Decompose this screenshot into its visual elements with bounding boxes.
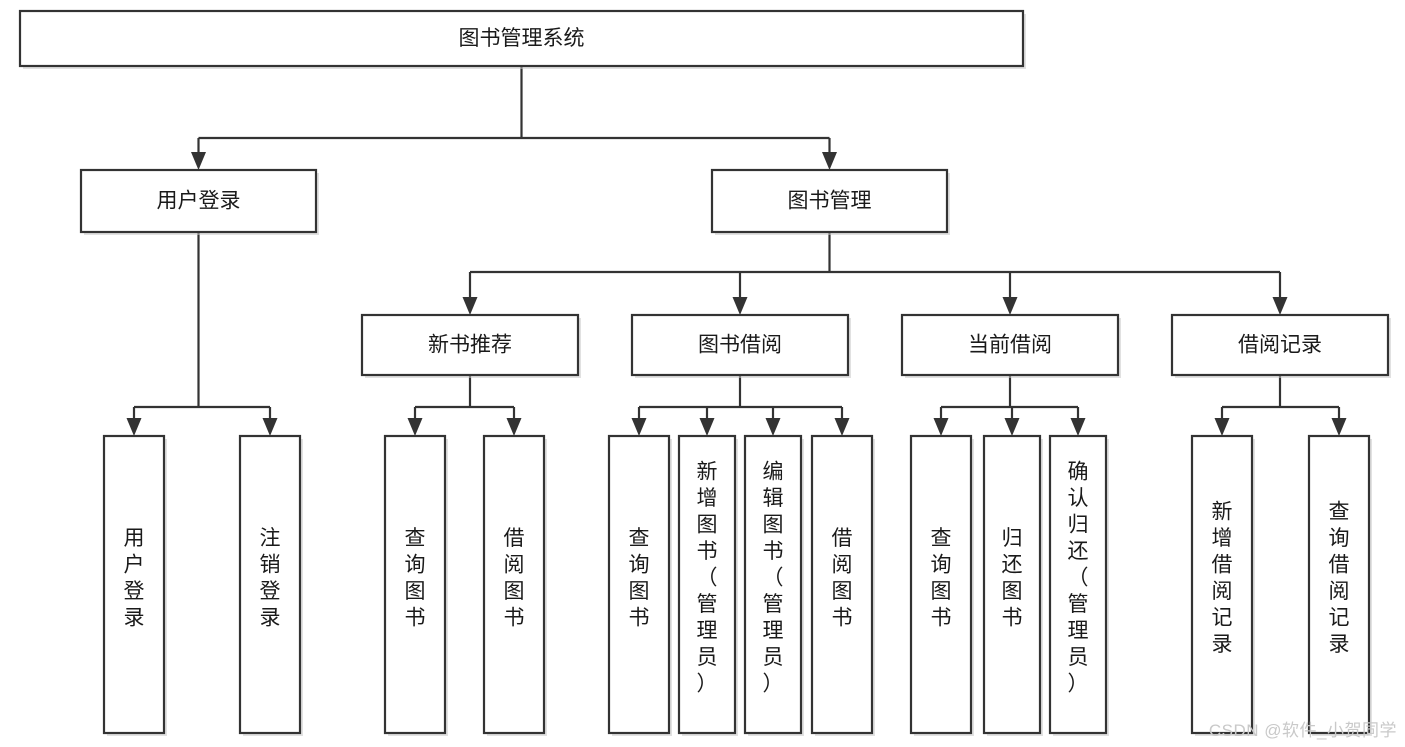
node-label: 注销登录 xyxy=(260,527,281,630)
node-label: 查询图书 xyxy=(931,527,952,630)
arrow-head-icon xyxy=(822,152,837,170)
node-label: 查询图书 xyxy=(405,527,426,630)
node-box xyxy=(1170,313,1390,377)
arrow-head-icon xyxy=(1070,418,1086,436)
node-label: 用户登录 xyxy=(157,190,241,213)
arrow-head-icon xyxy=(407,418,423,436)
node-box xyxy=(982,434,1042,735)
node-root[interactable]: 图书管理系统 xyxy=(18,9,1026,69)
arrow-head-icon xyxy=(933,418,949,436)
node-leaf-add-record[interactable]: 新增借阅记录 xyxy=(1190,434,1255,736)
node-label: 用户登录 xyxy=(124,527,145,630)
arrow-head-icon xyxy=(834,418,850,436)
node-box xyxy=(79,168,318,234)
node-leaf-borrow-book-1[interactable]: 借阅图书 xyxy=(482,434,547,736)
arrow-head-icon xyxy=(1331,418,1347,436)
node-leaf-query-book-3[interactable]: 查询图书 xyxy=(909,434,974,736)
arrow-head-icon xyxy=(1002,297,1018,315)
node-label: 查询借阅记录 xyxy=(1329,500,1350,656)
node-label: 新增借阅记录 xyxy=(1212,500,1233,656)
node-new-book-recommend[interactable]: 新书推荐 xyxy=(360,313,581,378)
node-box xyxy=(710,168,949,234)
node-borrow-record[interactable]: 借阅记录 xyxy=(1170,313,1391,378)
node-box xyxy=(238,434,302,735)
node-box xyxy=(900,313,1120,377)
node-leaf-borrow-book-2[interactable]: 借阅图书 xyxy=(810,434,875,736)
node-label: 图书管理 xyxy=(788,190,872,213)
node-leaf-add-book[interactable]: 新增图书（管理员） xyxy=(677,434,738,736)
node-leaf-logout[interactable]: 注销登录 xyxy=(238,434,303,736)
nodes-layer: 图书管理系统用户登录图书管理新书推荐图书借阅当前借阅借阅记录用户登录注销登录查询… xyxy=(18,9,1391,736)
node-box xyxy=(607,434,671,735)
node-leaf-query-record[interactable]: 查询借阅记录 xyxy=(1307,434,1372,736)
node-leaf-query-book-1[interactable]: 查询图书 xyxy=(383,434,448,736)
arrow-head-icon xyxy=(1272,297,1288,315)
node-user-login[interactable]: 用户登录 xyxy=(79,168,319,235)
node-box xyxy=(1307,434,1371,735)
node-box xyxy=(1190,434,1254,735)
arrow-head-icon xyxy=(699,418,715,436)
arrow-head-icon xyxy=(1214,418,1230,436)
node-box xyxy=(630,313,850,377)
node-leaf-user-login[interactable]: 用户登录 xyxy=(102,434,167,736)
node-label: 图书借阅 xyxy=(698,334,782,357)
node-label: 新书推荐 xyxy=(428,334,512,357)
node-box xyxy=(102,434,166,735)
arrow-head-icon xyxy=(506,418,522,436)
node-label: 查询图书 xyxy=(629,527,650,630)
node-box xyxy=(18,9,1025,68)
arrow-head-icon xyxy=(262,418,278,436)
node-leaf-return-book[interactable]: 归还图书 xyxy=(982,434,1043,736)
node-box xyxy=(909,434,973,735)
node-label: 确认归还（管理员） xyxy=(1068,461,1089,696)
node-label: 新增图书（管理员） xyxy=(697,461,718,696)
edges-layer xyxy=(126,66,1347,436)
arrow-head-icon xyxy=(126,418,142,436)
arrow-head-icon xyxy=(631,418,647,436)
arrow-head-icon xyxy=(462,297,478,315)
arrow-head-icon xyxy=(765,418,781,436)
node-box xyxy=(810,434,874,735)
node-label: 借阅记录 xyxy=(1238,334,1322,357)
node-box xyxy=(1048,434,1108,735)
node-leaf-confirm-return[interactable]: 确认归还（管理员） xyxy=(1048,434,1109,736)
node-book-borrow[interactable]: 图书借阅 xyxy=(630,313,851,378)
node-label: 借阅图书 xyxy=(504,527,525,630)
node-box xyxy=(677,434,737,735)
node-label: 图书管理系统 xyxy=(459,27,585,50)
node-box xyxy=(360,313,580,377)
node-leaf-edit-book[interactable]: 编辑图书（管理员） xyxy=(743,434,804,736)
node-label: 借阅图书 xyxy=(832,527,853,630)
node-book-manage[interactable]: 图书管理 xyxy=(710,168,950,235)
arrow-head-icon xyxy=(191,152,206,170)
node-leaf-query-book-2[interactable]: 查询图书 xyxy=(607,434,672,736)
node-label: 归还图书 xyxy=(1002,527,1023,630)
arrow-head-icon xyxy=(1004,418,1020,436)
node-current-borrow[interactable]: 当前借阅 xyxy=(900,313,1121,378)
node-box xyxy=(383,434,447,735)
node-box xyxy=(482,434,546,735)
node-label: 当前借阅 xyxy=(968,334,1052,357)
node-label: 编辑图书（管理员） xyxy=(763,461,784,696)
arrow-head-icon xyxy=(732,297,748,315)
watermark-label: CSDN @软件_小贺同学 xyxy=(1208,721,1397,740)
node-box xyxy=(743,434,803,735)
